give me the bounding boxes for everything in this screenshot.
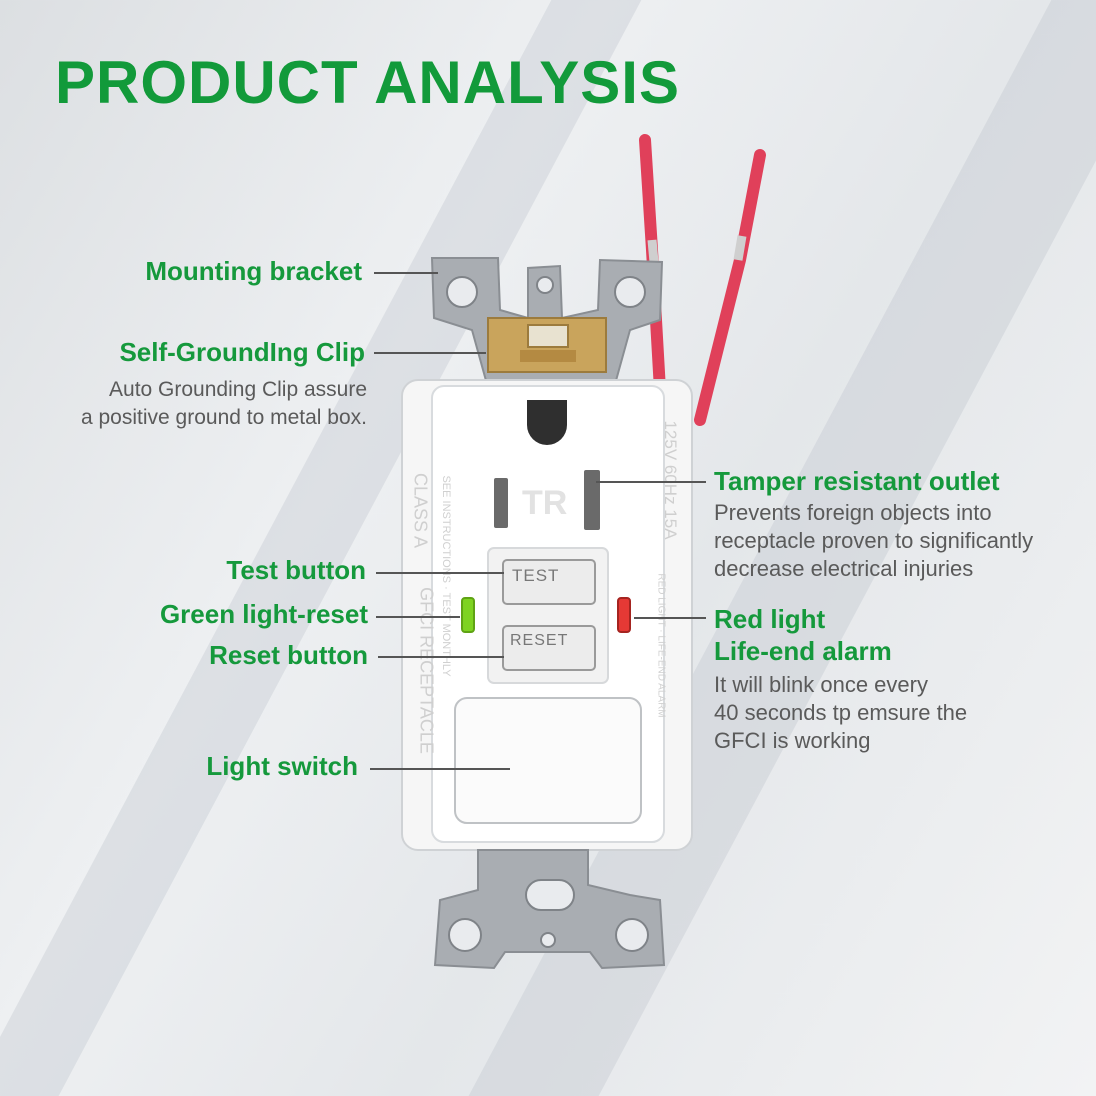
red-light-desc-1: It will blink once every [714,672,928,697]
instructions-marking: SEE INSTRUCTIONS · TEST MONTHLY [440,475,452,677]
red-light-leader [634,617,706,619]
class-marking: CLASS A [410,472,431,549]
self-grounding-clip [487,317,607,373]
receptacle-body [401,379,693,851]
green-light-label: Green light-reset [159,599,368,629]
red-wires [639,134,766,426]
page-title: PRODUCT ANALYSIS [55,49,680,116]
alarm-marking: RED LIGHT · LIFE-END ALARM [655,573,667,718]
light-switch-label: Light switch [206,751,358,781]
self-grounding-clip-desc-2: a positive ground to metal box. [80,406,367,429]
mounting-bracket-bottom [433,849,666,970]
light-switch[interactable] [455,698,641,823]
self-grounding-clip-label: Self-GroundIng Clip [119,337,365,367]
tamper-outlet-desc-2: receptacle proven to significantly [714,528,1034,553]
self-grounding-clip-leader [374,352,486,354]
life-end-alarm-label: Life-end alarm [714,636,892,666]
test-button-leader [376,572,504,574]
tamper-outlet-leader [596,481,706,483]
tamper-outlet-label: Tamper resistant outlet [714,466,1000,496]
reset-button-label: Reset button [209,640,368,670]
green-light-leader [376,616,460,618]
self-grounding-clip-desc-1: Auto Grounding Clip assure [109,378,367,401]
mounting-bracket-label: Mounting bracket [145,256,362,286]
test-button[interactable]: TEST [512,566,560,585]
red-light-desc-3: GFCI is working [714,728,871,753]
reset-button-leader [378,656,504,658]
rating-marking: 125V 60Hz 15A [661,420,680,540]
red-light-desc-2: 40 seconds tp emsure the [714,700,968,725]
tamper-outlet-desc-3: decrease electrical injuries [714,556,974,581]
tamper-outlet-desc-1: Prevents foreign objects into [714,500,992,525]
test-button-label: Test button [226,555,366,585]
tr-marking: TR [522,484,568,522]
light-switch-leader [370,768,510,770]
gfci-marking: GFCI RECEPTACLE [416,587,437,754]
reset-button[interactable]: RESET [510,632,569,649]
red-light-label: Red light [714,604,826,634]
mounting-bracket-leader [374,272,438,274]
